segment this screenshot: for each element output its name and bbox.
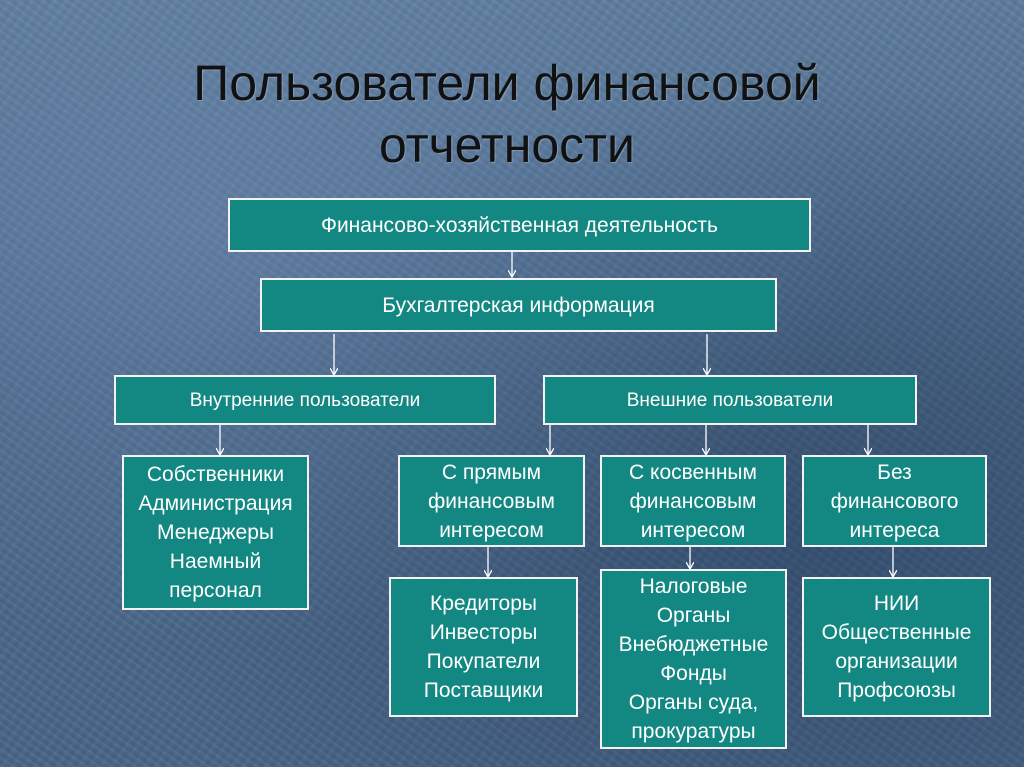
slide-title: Пользователи финансовой отчетности (0, 52, 1024, 176)
list-item: Органы суда, (628, 691, 759, 714)
list-item: Фонды (660, 662, 727, 685)
list-item: персонал (169, 579, 262, 602)
list-item: Органы (656, 604, 731, 627)
list-item: С косвенным (629, 460, 757, 484)
no-interest-list-box: НИИ Общественные организации Профсоюзы (802, 577, 991, 717)
list-item: НИИ (873, 592, 920, 615)
internal-users-list-box: Собственники Администрация Менеджеры Нае… (122, 455, 309, 610)
accounting-info-box: Бухгалтерская информация (260, 278, 777, 332)
external-users-box: Внешние пользователи (543, 375, 917, 425)
list-item: интереса (849, 518, 940, 542)
list-item: интересом (640, 518, 746, 542)
indirect-interest-list-box: Налоговые Органы Внебюджетные Фонды Орга… (600, 569, 787, 749)
list-item: финансовым (428, 489, 555, 513)
list-item: Администрация (138, 492, 293, 515)
no-interest-box: Без финансового интереса (802, 455, 987, 547)
list-item: Поставщики (423, 679, 544, 702)
indirect-interest-box: С косвенным финансовым интересом (600, 455, 786, 547)
direct-interest-list-box: Кредиторы Инвесторы Покупатели Поставщик… (389, 577, 578, 717)
list-item: Инвесторы (429, 621, 538, 644)
external-users-label: Внешние пользователи (626, 389, 834, 411)
list-item: Покупатели (426, 650, 541, 673)
list-item: финансовым (629, 489, 757, 513)
accounting-info-label: Бухгалтерская информация (382, 293, 655, 317)
list-item: прокуратуры (631, 720, 756, 743)
list-item: интересом (439, 518, 544, 542)
list-item: финансового (830, 489, 959, 513)
direct-interest-box: С прямым финансовым интересом (398, 455, 585, 547)
activity-box: Финансово-хозяйственная деятельность (228, 198, 811, 252)
list-item: организации (835, 650, 958, 673)
list-item: Без (877, 460, 912, 484)
list-item: С прямым (441, 460, 542, 484)
internal-users-label: Внутренние пользователи (189, 389, 421, 411)
internal-users-box: Внутренние пользователи (114, 375, 496, 425)
title-line-1: Пользователи финансовой (193, 55, 821, 111)
title-line-2: отчетности (379, 117, 635, 173)
list-item: Собственники (146, 463, 285, 486)
list-item: Налоговые (639, 575, 748, 598)
list-item: Профсоюзы (837, 679, 956, 702)
activity-label: Финансово-хозяйственная деятельность (320, 213, 718, 237)
list-item: Кредиторы (430, 592, 537, 615)
list-item: Менеджеры (157, 521, 274, 544)
list-item: Внебюджетные (618, 633, 769, 656)
list-item: Наемный (169, 550, 262, 573)
list-item: Общественные (821, 621, 972, 644)
